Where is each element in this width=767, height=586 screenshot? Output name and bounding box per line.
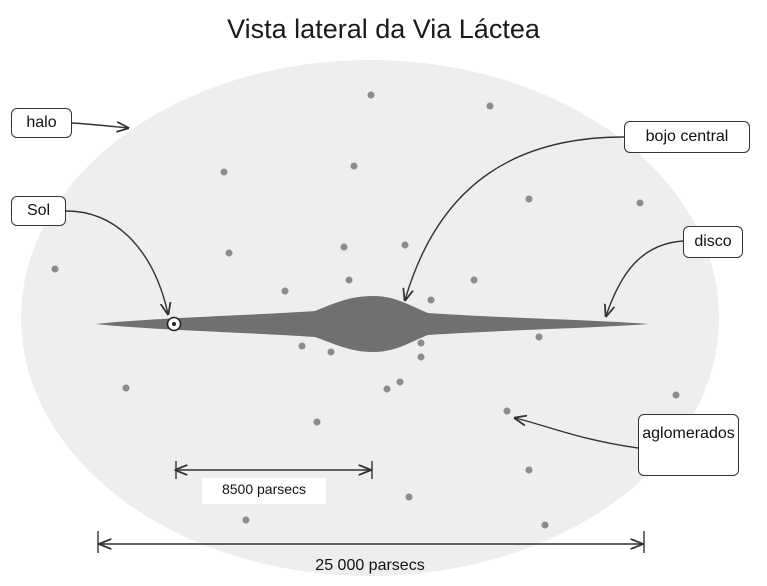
clusters-label-text: aglomerados (642, 425, 735, 442)
cluster-dot (350, 162, 358, 170)
central-bulge-label-text: bojo central (645, 128, 729, 145)
cluster-dot (327, 348, 335, 356)
cluster-dot (242, 516, 250, 524)
cluster-dot (51, 265, 59, 273)
diagram-title: Vista lateral da Via Láctea (227, 14, 540, 44)
globular-clusters (51, 91, 680, 529)
disk-leader-line (606, 240, 684, 316)
cluster-dot (541, 521, 549, 529)
central-bulge-label: bojo central (624, 121, 750, 153)
cluster-dot (340, 243, 348, 251)
cluster-dot (383, 385, 391, 393)
cluster-dot (535, 333, 543, 341)
disk-label-text: disco (694, 233, 732, 250)
cluster-dot (672, 391, 680, 399)
bulge-leader-line (405, 136, 625, 300)
cluster-dot (367, 91, 375, 99)
cluster-dot (636, 199, 644, 207)
cluster-dot (313, 418, 321, 426)
sol-label-text: Sol (26, 202, 51, 219)
cluster-dot (401, 241, 409, 249)
cluster-dot (298, 342, 306, 350)
cluster-dot (225, 249, 233, 257)
halo-label-text: halo (26, 114, 57, 131)
sun-distance-label: 8500 parsecs (202, 478, 326, 504)
cluster-dot (417, 353, 425, 361)
disk-label: disco (683, 226, 743, 258)
sun-symbol-icon (166, 316, 182, 332)
galactic-disk-with-bulge (96, 296, 648, 352)
cluster-dot (122, 384, 130, 392)
cluster-dot (503, 407, 511, 415)
cluster-dot (525, 195, 533, 203)
halo-leader-line (71, 123, 128, 128)
cluster-dot (345, 276, 353, 284)
galaxy-diameter-label: 25 000 parsecs (315, 557, 425, 574)
clusters-leader-line (515, 418, 639, 449)
sol-label: Sol (11, 196, 66, 226)
clusters-label: aglomerados (638, 414, 739, 476)
cluster-dot (417, 339, 425, 347)
cluster-dot (405, 493, 413, 501)
cluster-dot (281, 287, 289, 295)
sol-leader-line (65, 210, 168, 314)
cluster-dot (396, 378, 404, 386)
cluster-dot (525, 466, 533, 474)
scale-bars (97, 461, 645, 553)
cluster-dot (220, 168, 228, 176)
halo-label: halo (11, 108, 72, 138)
cluster-dot (486, 102, 494, 110)
cluster-dot (470, 276, 478, 284)
callout-lines (65, 123, 684, 449)
cluster-dot (427, 296, 435, 304)
